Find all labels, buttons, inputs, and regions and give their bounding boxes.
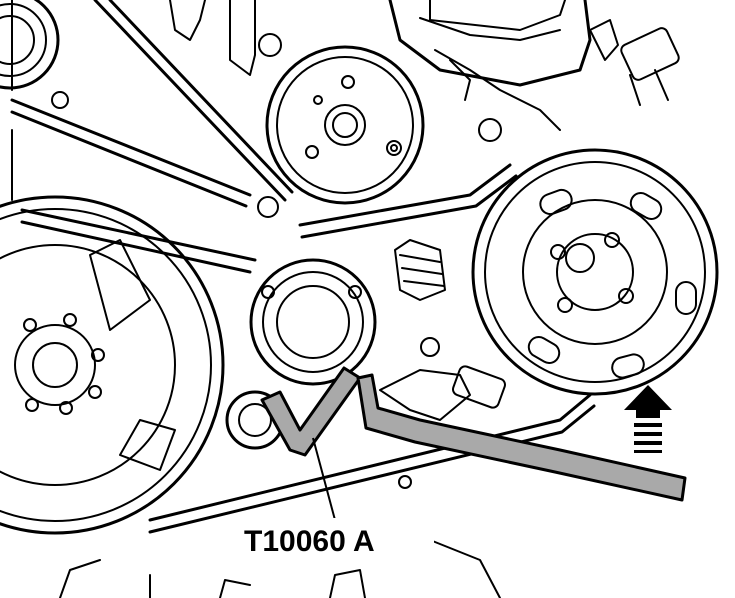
- crankshaft-pulley: [471, 148, 719, 396]
- callout-leader-line: [312, 437, 336, 521]
- tensioner-pulley: [249, 258, 377, 386]
- ribbed-belt: [10, 0, 596, 534]
- tensioner-bracket: [379, 239, 506, 421]
- callout-label-background: [238, 518, 434, 560]
- upper-right-housing: [388, 0, 680, 106]
- hex-wrench-tool: [356, 373, 687, 502]
- upper-pulley: [265, 45, 425, 205]
- locking-pin-tool: [260, 366, 362, 457]
- arrow-up-icon: [624, 385, 672, 453]
- top-left-pulley: [0, 0, 60, 90]
- tool-callout-label: T10060 A: [244, 525, 375, 558]
- large-lower-left-pulley: [0, 195, 225, 535]
